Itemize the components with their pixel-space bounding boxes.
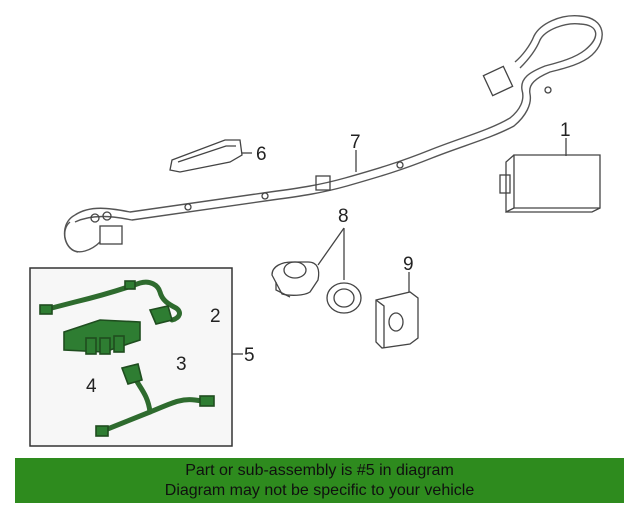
callout-9: 9: [403, 254, 414, 275]
callout-6: 6: [256, 144, 267, 165]
module-part-4[interactable]: [63, 319, 141, 355]
callout-1: 1: [560, 120, 571, 141]
sub-assembly-box[interactable]: [29, 267, 233, 447]
wiring-harness[interactable]: [63, 15, 603, 253]
harness-part-3[interactable]: [95, 363, 215, 437]
sensor-bezel[interactable]: [375, 291, 419, 349]
banner-line-1: Part or sub-assembly is #5 in diagram: [185, 462, 454, 479]
callout-8: 8: [338, 206, 349, 227]
control-module[interactable]: [499, 154, 601, 214]
callout-3: 3: [176, 354, 187, 375]
harness-part-2[interactable]: [39, 279, 182, 325]
info-banner: Part or sub-assembly is #5 in diagram Di…: [15, 458, 624, 503]
banner-line-2: Diagram may not be specific to your vehi…: [164, 482, 475, 499]
callout-4: 4: [86, 376, 97, 397]
callout-labels: 1 2 3 4 5 6 7 8 9: [86, 120, 571, 397]
bracket[interactable]: [169, 139, 243, 173]
sensor-retainer[interactable]: [326, 282, 362, 314]
callout-2: 2: [210, 306, 221, 327]
callout-5: 5: [244, 345, 255, 366]
parking-sensor[interactable]: [271, 261, 320, 298]
callout-7: 7: [350, 132, 361, 153]
